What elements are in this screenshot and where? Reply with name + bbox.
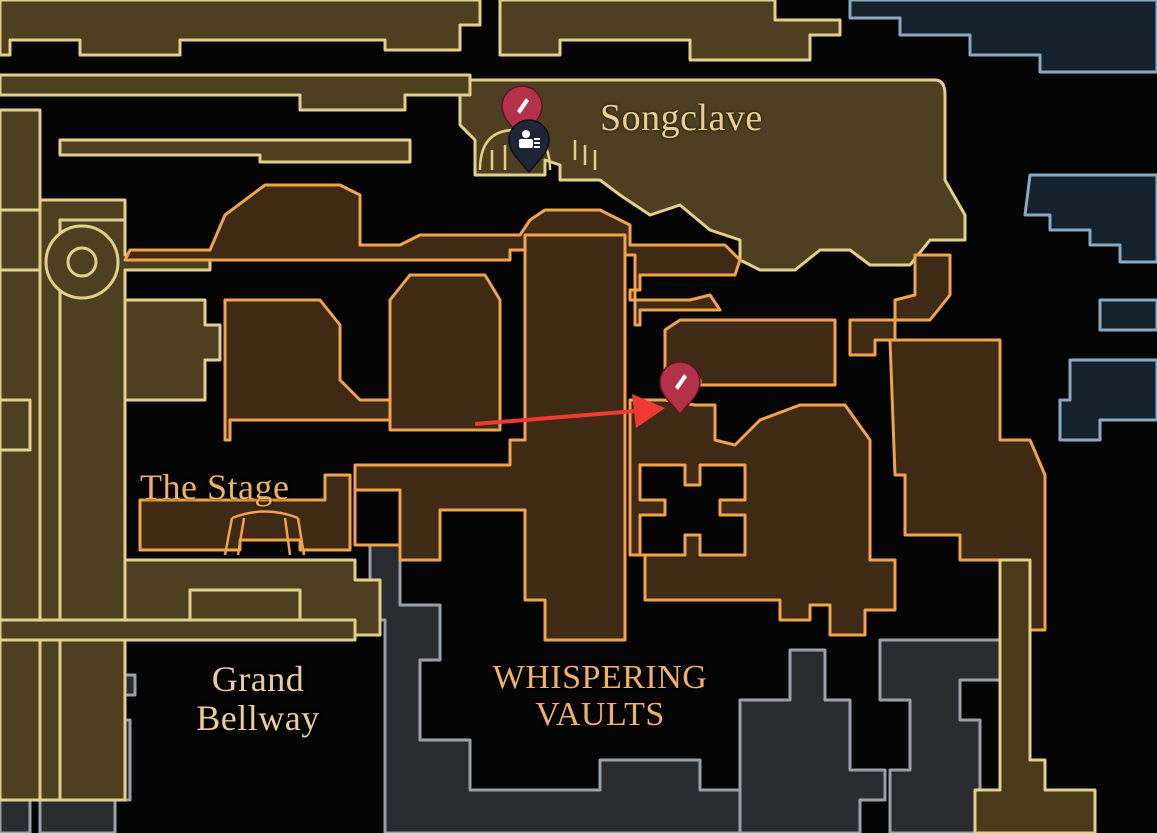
- merchant-pin-icon[interactable]: [508, 119, 550, 174]
- region-label-grand-bellway: Grand Bellway: [196, 659, 320, 738]
- region-label-the-stage: The Stage: [140, 467, 290, 507]
- ring-icon: [44, 224, 120, 300]
- songclave-region: [0, 0, 967, 802]
- region-label-whispering-vaults: WHISPERING VAULTS: [492, 659, 708, 733]
- the-stage-area: [138, 473, 352, 552]
- stage-arches: [223, 510, 306, 556]
- blue-region: [848, 0, 1157, 442]
- region-label-songclave: Songclave: [600, 97, 763, 139]
- east-shaft: [973, 558, 1097, 833]
- vault-cutouts: [353, 463, 747, 557]
- quill-pin-icon[interactable]: [659, 361, 701, 416]
- red-arrow-icon: [474, 394, 665, 428]
